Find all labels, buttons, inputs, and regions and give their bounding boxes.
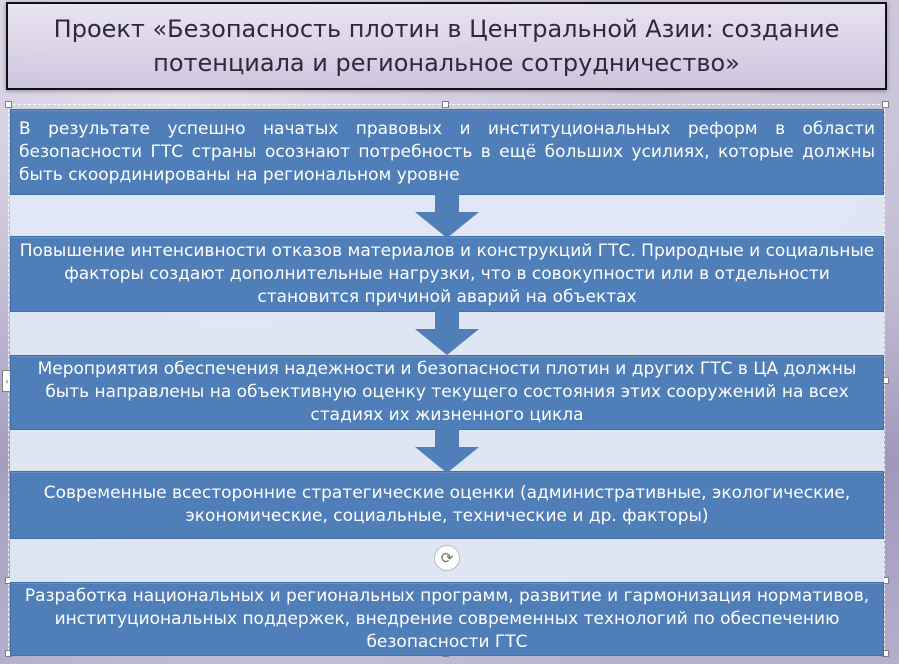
step-text-5: Разработка национальных и региональных п…	[24, 585, 870, 652]
title-box: Проект «Безопасность плотин в Центрально…	[6, 2, 887, 90]
step-text-1: В результате успешно начатых правовых и …	[19, 118, 875, 185]
step-box-3[interactable]: Мероприятия обеспечения надежности и без…	[10, 355, 884, 430]
step-box-5[interactable]: Разработка национальных и региональных п…	[10, 582, 884, 656]
selection-handle-top-center[interactable]	[442, 101, 449, 108]
down-arrow-icon	[415, 311, 479, 355]
step-text-3: Мероприятия обеспечения надежности и без…	[37, 359, 857, 425]
page-title: Проект «Безопасность плотин в Центрально…	[53, 15, 840, 77]
step-text-2: Повышение интенсивности отказов материал…	[19, 240, 875, 307]
step-box-4[interactable]: Современные всесторонние стратегические …	[10, 471, 884, 539]
selection-handle-top-left[interactable]	[5, 101, 12, 108]
step-box-2[interactable]: Повышение интенсивности отказов материал…	[10, 236, 884, 312]
down-arrow-icon	[415, 194, 479, 238]
step-text-4: Современные всесторонние стратегические …	[43, 483, 851, 526]
down-arrow-icon	[415, 429, 479, 473]
refresh-icon[interactable]: ⟳	[435, 546, 459, 570]
step-box-1[interactable]: В результате успешно начатых правовых и …	[10, 109, 884, 195]
selection-handle-top-right[interactable]	[882, 101, 889, 108]
